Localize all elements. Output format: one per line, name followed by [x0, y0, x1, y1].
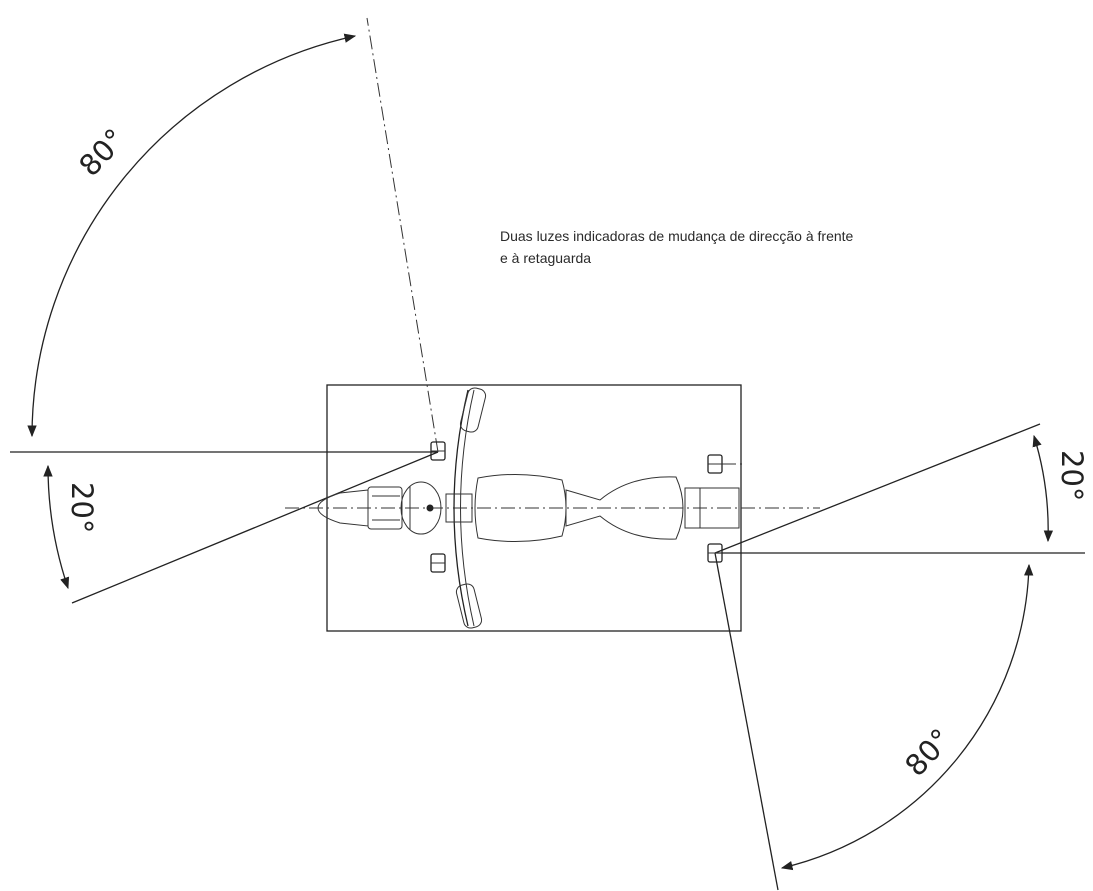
front-fairing	[317, 489, 369, 527]
right-mirror	[455, 583, 483, 629]
rear-80deg-arc	[780, 563, 1034, 871]
front-80deg-line	[366, 17, 439, 453]
caption-line-1: Duas luzes indicadoras de mudança de dir…	[500, 228, 854, 244]
motorcycle-top-view	[317, 387, 745, 629]
rear-20deg-line	[714, 423, 1041, 554]
seat	[565, 476, 684, 540]
left-mirror	[459, 387, 487, 433]
tail-section	[684, 487, 740, 529]
front-80deg-label: 80°	[72, 122, 132, 183]
front-20deg-arc	[43, 464, 70, 590]
front-20deg-line	[71, 451, 439, 604]
diagram-caption: Duas luzes indicadoras de mudança de dir…	[500, 225, 1060, 269]
fuel-tank	[474, 473, 567, 543]
front-80deg-arc	[27, 33, 357, 438]
helmet-center-dot	[426, 504, 434, 512]
rear-80deg-label: 80°	[898, 722, 958, 783]
caption-line-2: e à retaguarda	[500, 250, 592, 266]
handlebar	[453, 389, 469, 627]
front-20deg-label: 20°	[65, 482, 99, 533]
rear-20deg-arc	[1032, 434, 1054, 543]
headlamp-block	[367, 486, 403, 530]
steering-neck	[445, 493, 473, 523]
rear-80deg-line	[714, 552, 779, 891]
rider-helmet	[400, 481, 442, 535]
rear-20deg-label: 20°	[1055, 450, 1089, 501]
